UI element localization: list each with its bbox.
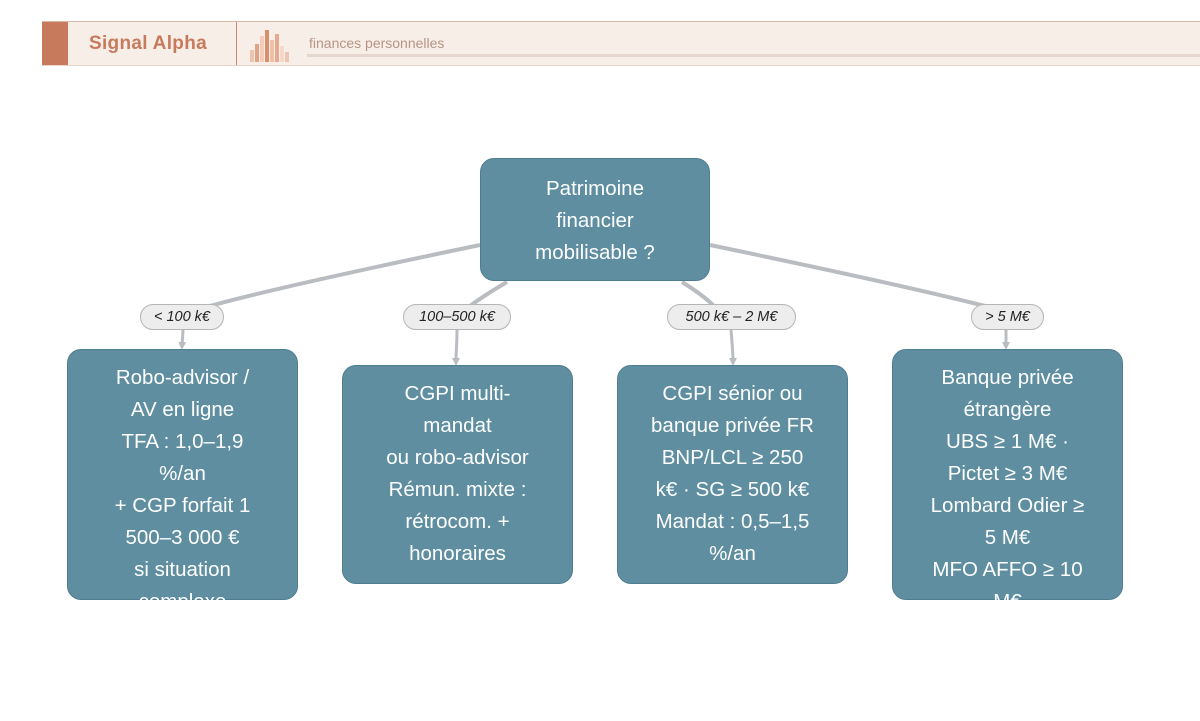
node-banque-privee-etrangere[interactable]: Banque privée étrangère UBS ≥ 1 M€ · Pic… (892, 349, 1123, 613)
connector-arrow-2 (452, 329, 461, 366)
edge-label-500k-2m: 500 k€ – 2 M€ (667, 304, 796, 330)
connector-line-4 (709, 243, 986, 308)
header-subtitle: finances personnelles (309, 35, 445, 51)
connector-line-1 (209, 243, 481, 308)
connector-arrow-3 (728, 329, 737, 366)
edge-label-under-100k: < 100 k€ (140, 304, 224, 330)
brand-accent-block (42, 22, 68, 65)
header-underline (307, 54, 1200, 57)
bar-chart-icon (250, 30, 289, 62)
node-robo-advisor[interactable]: Robo-advisor / AV en ligne TFA : 1,0–1,9… (67, 349, 298, 613)
connector-arrow-1 (178, 329, 187, 350)
edge-label-over-5m: > 5 M€ (971, 304, 1044, 330)
root-question-node[interactable]: Patrimoine financier mobilisable ? (480, 158, 710, 281)
node-cgpi-multi-mandat[interactable]: CGPI multi- mandat ou robo-advisor Rémun… (342, 365, 573, 584)
header-divider (236, 22, 237, 65)
connector-line-2 (468, 280, 509, 308)
header-bar: Signal Alpha finances personnelles (42, 21, 1200, 66)
connector-line-3 (680, 280, 716, 308)
brand-name[interactable]: Signal Alpha (89, 33, 207, 54)
node-cgpi-senior[interactable]: CGPI sénior ou banque privée FR BNP/LCL … (617, 365, 848, 584)
edge-label-100k-500k: 100–500 k€ (403, 304, 511, 330)
